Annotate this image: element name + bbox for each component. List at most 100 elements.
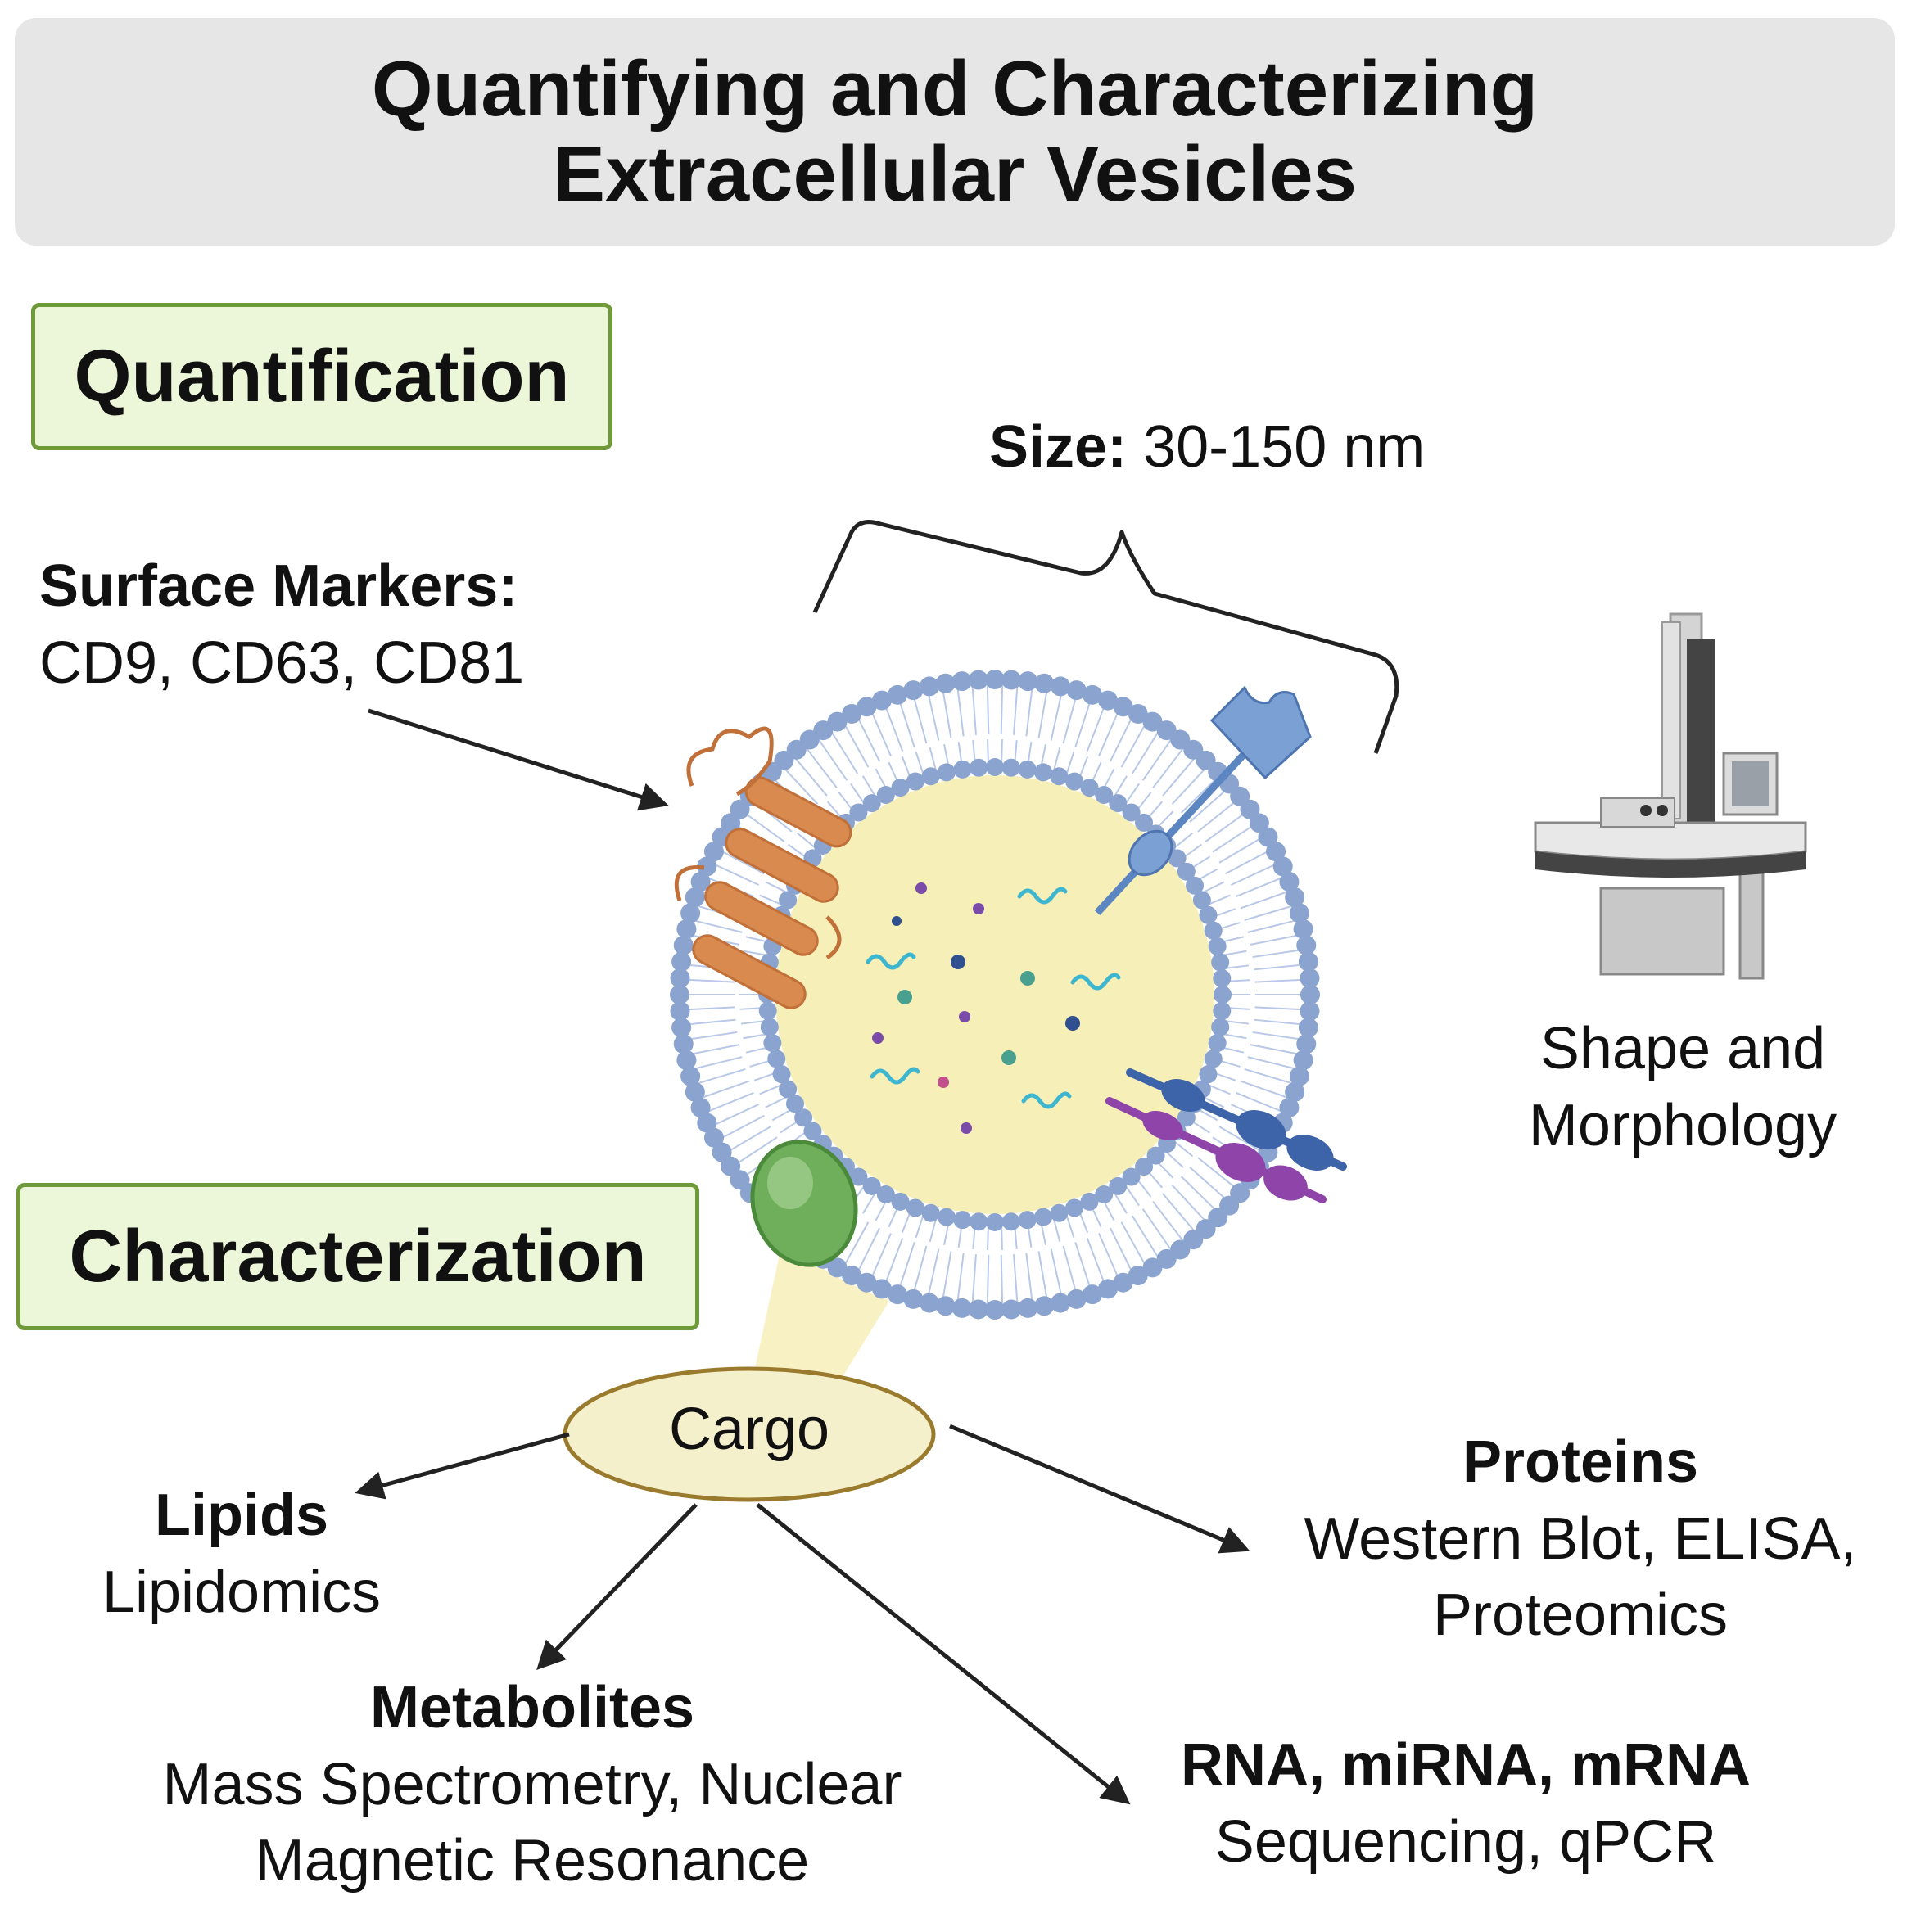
lipid-tail bbox=[1086, 703, 1106, 752]
lipid-head bbox=[951, 671, 972, 692]
lipid-tail bbox=[1124, 1185, 1140, 1207]
lipid-tail bbox=[1224, 964, 1250, 969]
lipid-head bbox=[919, 1293, 939, 1313]
lipid-tail bbox=[1152, 1201, 1185, 1243]
lipid-tail bbox=[706, 1091, 754, 1113]
lipid-tail bbox=[759, 1083, 783, 1095]
lipid-tail bbox=[915, 1213, 924, 1239]
lipid-head bbox=[779, 1080, 798, 1099]
lipid-head bbox=[1204, 921, 1223, 940]
transmembrane-protein-icon bbox=[1105, 1068, 1347, 1203]
lipid-tail bbox=[929, 747, 938, 772]
lipid-tail bbox=[1189, 1167, 1229, 1202]
lipid-head bbox=[849, 803, 868, 822]
cargo-molecule bbox=[973, 903, 984, 914]
lipid-tail bbox=[1052, 1217, 1061, 1243]
lipid-tail bbox=[805, 747, 838, 788]
lipid-head bbox=[1097, 1279, 1118, 1299]
lipid-tail bbox=[1001, 739, 1003, 765]
metabolites-label: Metabolites Mass Spectrometry, Nuclear M… bbox=[66, 1670, 999, 1900]
lipid-head bbox=[1208, 937, 1227, 955]
lipid-tail bbox=[1152, 747, 1185, 788]
lipid-head bbox=[1211, 953, 1230, 972]
lipid-tail bbox=[1098, 709, 1120, 756]
lipid-tail bbox=[915, 751, 924, 776]
lipid-tail bbox=[1189, 788, 1229, 823]
lipid-head bbox=[786, 1095, 805, 1113]
vesicle-lumen bbox=[775, 775, 1214, 1214]
lipid-tail bbox=[1212, 823, 1256, 853]
lipid-head bbox=[1192, 891, 1211, 910]
lipid-head bbox=[690, 1097, 711, 1117]
lipid-head bbox=[1300, 968, 1320, 988]
lipid-tail bbox=[1120, 1221, 1147, 1267]
lipid-head bbox=[986, 758, 1004, 776]
cargo-molecule bbox=[892, 916, 902, 926]
lipid-head bbox=[1018, 760, 1037, 779]
lipids-heading: Lipids bbox=[155, 1483, 328, 1548]
lipid-tail bbox=[689, 1044, 740, 1055]
lipid-head bbox=[1097, 690, 1118, 711]
lipid-head bbox=[1285, 1081, 1305, 1102]
lipid-tail bbox=[1252, 949, 1304, 959]
rna-heading: RNA, miRNA, mRNA bbox=[1180, 1732, 1752, 1798]
tetraspanin-marker-icon bbox=[674, 726, 852, 1009]
surface-markers-detail: CD9, CD63, CD81 bbox=[39, 630, 525, 696]
lipid-head bbox=[1249, 813, 1269, 833]
lipid-tail bbox=[793, 756, 828, 797]
lipid-tail bbox=[929, 1217, 938, 1243]
lipid-tail bbox=[971, 1254, 977, 1306]
lipid-head bbox=[970, 1212, 988, 1231]
cargo-molecule bbox=[951, 955, 965, 969]
lipid-tail bbox=[912, 694, 928, 744]
lipid-head bbox=[1001, 1299, 1022, 1320]
lipid-head bbox=[1214, 986, 1232, 1004]
shape-line-1: Shape and bbox=[1539, 1016, 1826, 1081]
lipid-tail bbox=[1131, 1215, 1160, 1260]
lipid-head bbox=[1298, 1018, 1318, 1038]
lipid-head bbox=[1296, 1034, 1317, 1054]
lipid-tail bbox=[1201, 1095, 1225, 1108]
lipid-tail bbox=[897, 698, 915, 747]
rna-strand bbox=[1017, 887, 1068, 905]
surface-markers-label: Surface Markers: CD9, CD63, CD81 bbox=[39, 548, 524, 702]
lipid-tail bbox=[956, 1253, 965, 1304]
rna-strand bbox=[1070, 973, 1121, 991]
title-line-2: Extracellular Vesicles bbox=[552, 130, 1358, 218]
lipid-head bbox=[794, 1108, 813, 1127]
lipid-head bbox=[1109, 794, 1128, 813]
lipid-head bbox=[1285, 887, 1305, 908]
lipid-head bbox=[985, 670, 1005, 689]
lipid-head bbox=[1177, 1108, 1196, 1127]
cargo-molecule bbox=[872, 1032, 884, 1044]
lipid-tail bbox=[701, 1080, 750, 1099]
lipid-head bbox=[903, 680, 924, 701]
lipid-tail bbox=[1013, 684, 1019, 735]
lipid-head bbox=[1142, 1257, 1163, 1278]
lipid-head bbox=[1034, 1296, 1055, 1316]
lipid-tail bbox=[1236, 1091, 1284, 1113]
lipid-tail bbox=[843, 1221, 870, 1267]
lipid-tail bbox=[692, 1056, 743, 1070]
lipid-head bbox=[680, 1066, 701, 1086]
lipid-tail bbox=[1000, 684, 1004, 735]
lipid-tail bbox=[912, 1245, 928, 1295]
rna-arrow bbox=[756, 1503, 1131, 1805]
cargo-molecule bbox=[938, 1077, 949, 1088]
lipid-tail bbox=[897, 1242, 915, 1291]
title-line-1: Quantifying and Characterizing bbox=[371, 45, 1539, 133]
lipid-head bbox=[872, 1279, 893, 1299]
size-label: Size: 30-150 nm bbox=[989, 409, 1425, 486]
lipid-head bbox=[1300, 985, 1320, 1004]
lipid-head bbox=[1082, 1284, 1102, 1305]
lipid-head bbox=[1135, 813, 1154, 832]
cargo-molecule bbox=[961, 1122, 972, 1134]
lipid-head bbox=[1050, 767, 1069, 786]
lipid-head bbox=[876, 1185, 895, 1203]
lipid-head bbox=[673, 935, 694, 955]
lipid-tail bbox=[719, 1114, 765, 1140]
lipid-head bbox=[876, 786, 895, 805]
lipid-head bbox=[1279, 872, 1300, 892]
lipid-tail bbox=[817, 738, 848, 781]
